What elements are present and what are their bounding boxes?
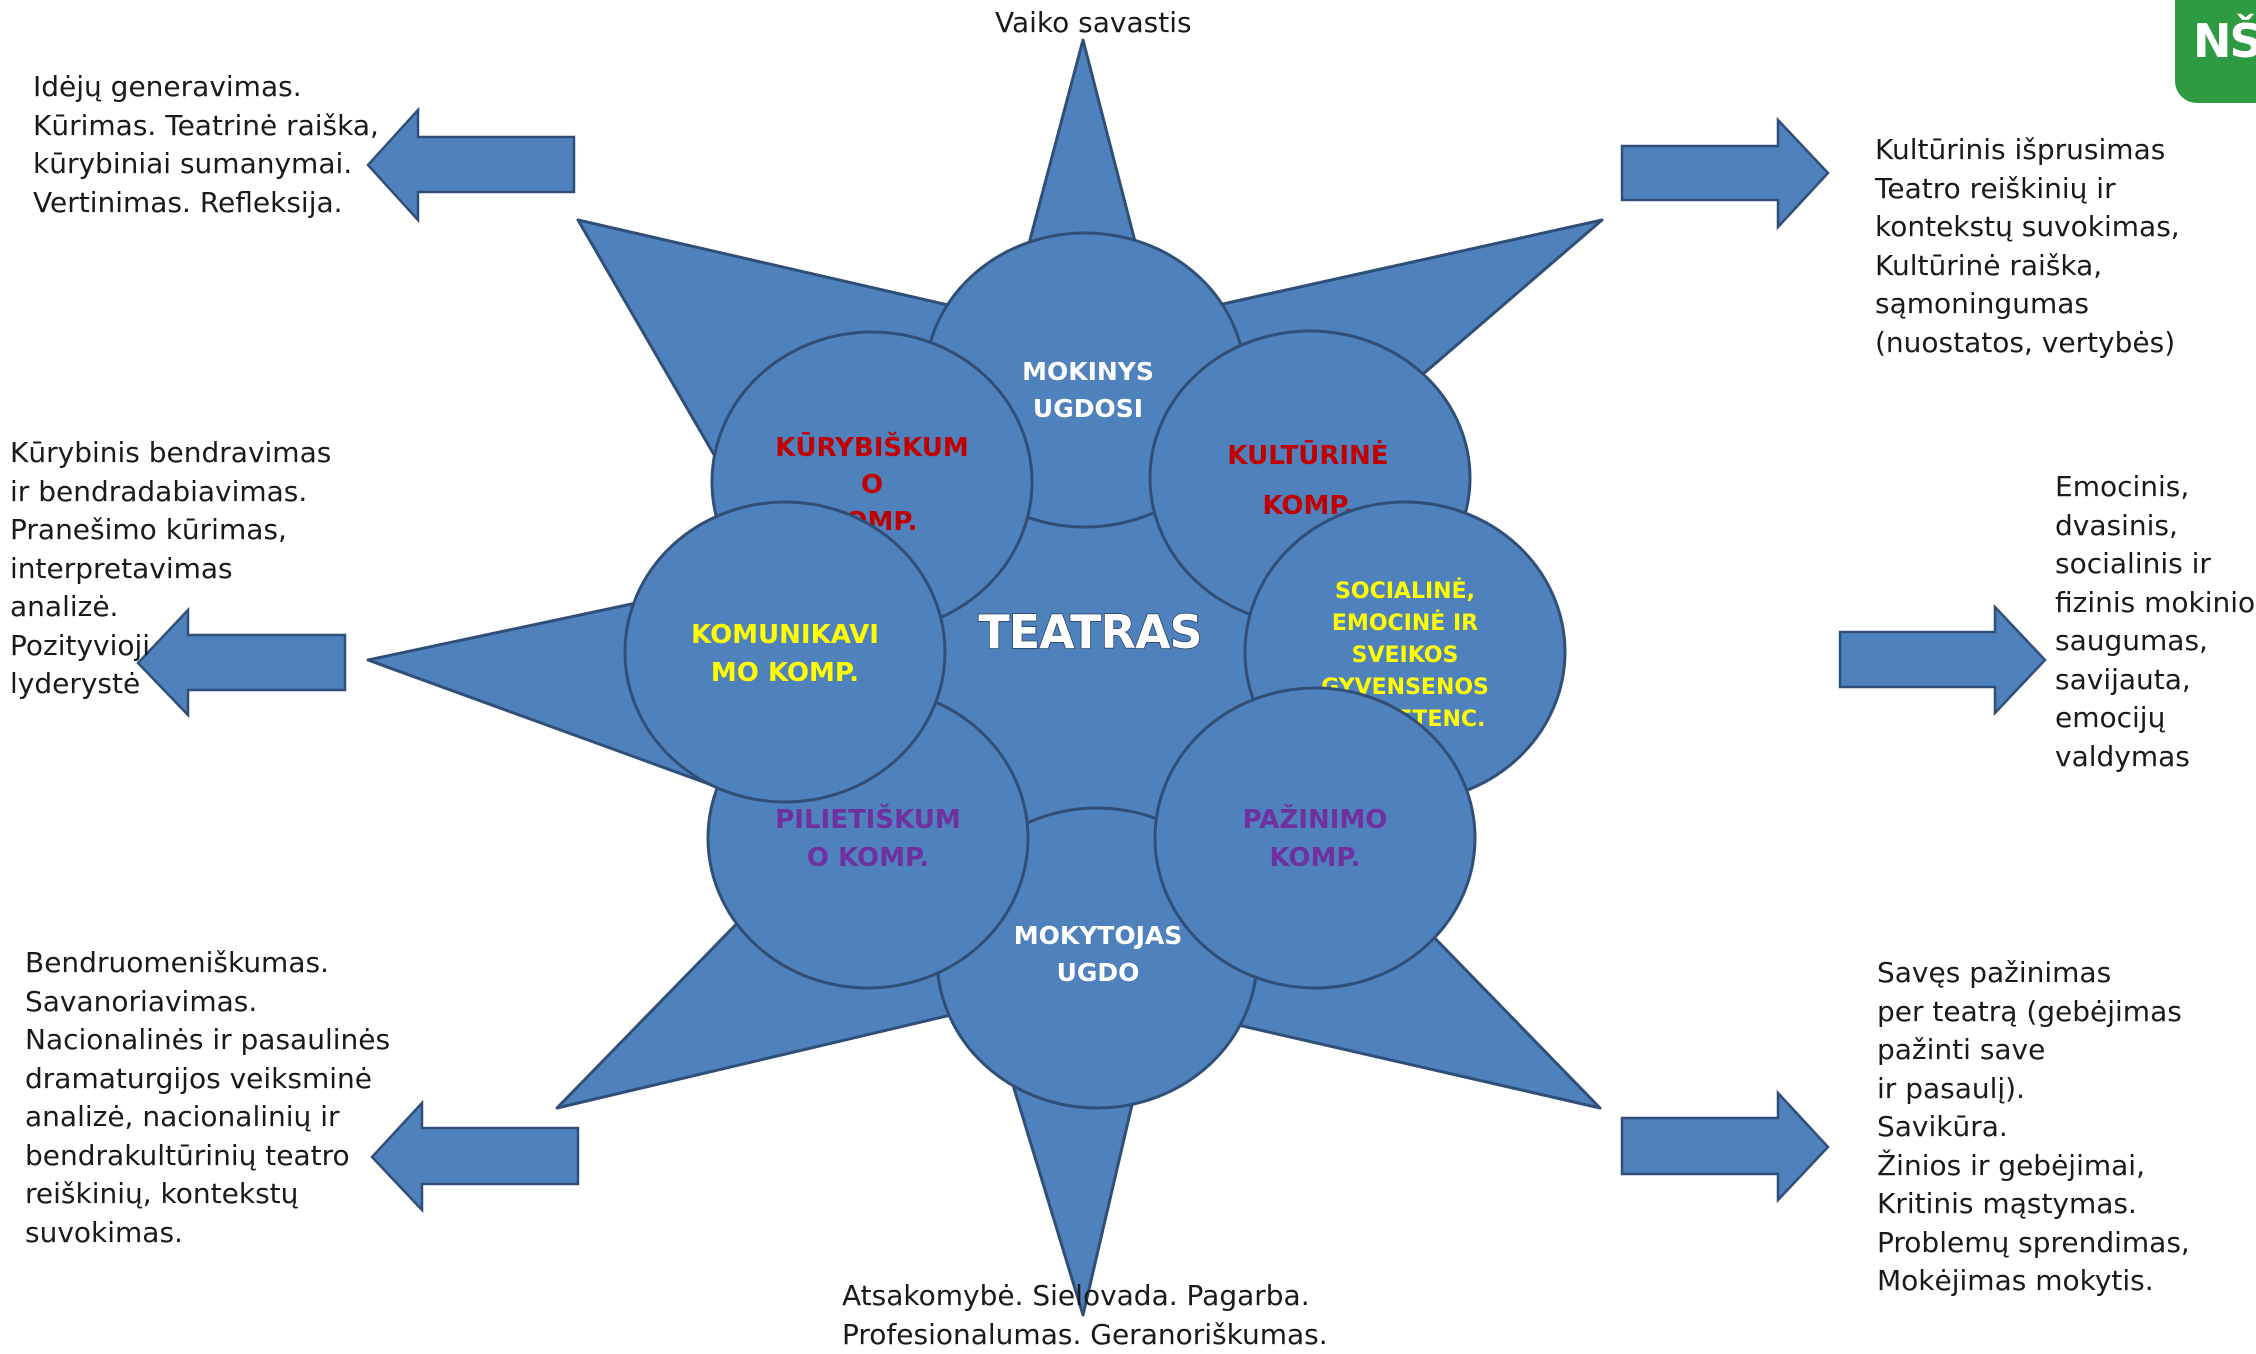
circle-label-line: SVEIKOS: [1352, 643, 1459, 668]
circle-pazinimo: PAŽINIMO KOMP.: [1153, 686, 1477, 990]
circle-label-line: PILIETIŠKUM: [775, 803, 961, 835]
note-mid-right: Emocinis, dvasinis, socialinis ir fizini…: [2055, 470, 2256, 773]
circle-label-line: KOMUNIKAVI: [691, 620, 879, 650]
note-bottom-left: Bendruomeniškumas. Savanoriavimas. Nacio…: [25, 946, 391, 1249]
arrow-mid-left: [136, 606, 347, 719]
note-top-right: Kultūrinis išprusimas Teatro reiškinių i…: [1875, 133, 2180, 359]
arrow-top-right: [1620, 116, 1830, 231]
circle-label-line: KOMP.: [1269, 843, 1360, 873]
circle-label-line: MO KOMP.: [711, 658, 859, 688]
nsa-logo-text: NŠA: [2193, 14, 2256, 68]
arrow-bottom-right: [1620, 1089, 1830, 1204]
circle-label-line: MOKINYS: [1022, 357, 1154, 386]
nsa-logo: NŠA: [2175, 0, 2256, 103]
bottom-label: Atsakomybė. Sielovada. Pagarba. Profesio…: [842, 1279, 1328, 1351]
arrow-bottom-left: [370, 1099, 580, 1214]
arrow-top-left: [366, 106, 576, 224]
circle-label-line: EMOCINĖ IR: [1332, 610, 1478, 636]
circle-label-line: O KOMP.: [807, 843, 929, 873]
note-mid-left: Kūrybinis bendravimas ir bendradabiavima…: [10, 436, 332, 700]
top-label: Vaiko savastis: [995, 6, 1192, 39]
circle-komunikavimo: KOMUNIKAVI MO KOMP.: [623, 500, 947, 804]
note-top-left: Idėjų generavimas. Kūrimas. Teatrinė rai…: [33, 70, 379, 219]
circle-label-line: UGDOSI: [1033, 394, 1143, 423]
note-bottom-right: Savęs pažinimas per teatrą (gebėjimas pa…: [1877, 956, 2190, 1297]
circle-label-line: PAŽINIMO: [1243, 803, 1388, 835]
circle-label-line: MOKYTOJAS: [1014, 921, 1183, 950]
circle-label-line: SOCIALINĖ,: [1335, 578, 1475, 604]
circle-label-line: UGDO: [1057, 958, 1140, 987]
circle-label-line: KŪRYBIŠKUM: [775, 431, 969, 463]
circle-label-line: KULTŪRINĖ: [1227, 439, 1388, 471]
arrow-mid-right: [1838, 603, 2047, 717]
center-title: TEATRAS: [978, 605, 1201, 659]
circle-label-line: O: [861, 470, 883, 500]
